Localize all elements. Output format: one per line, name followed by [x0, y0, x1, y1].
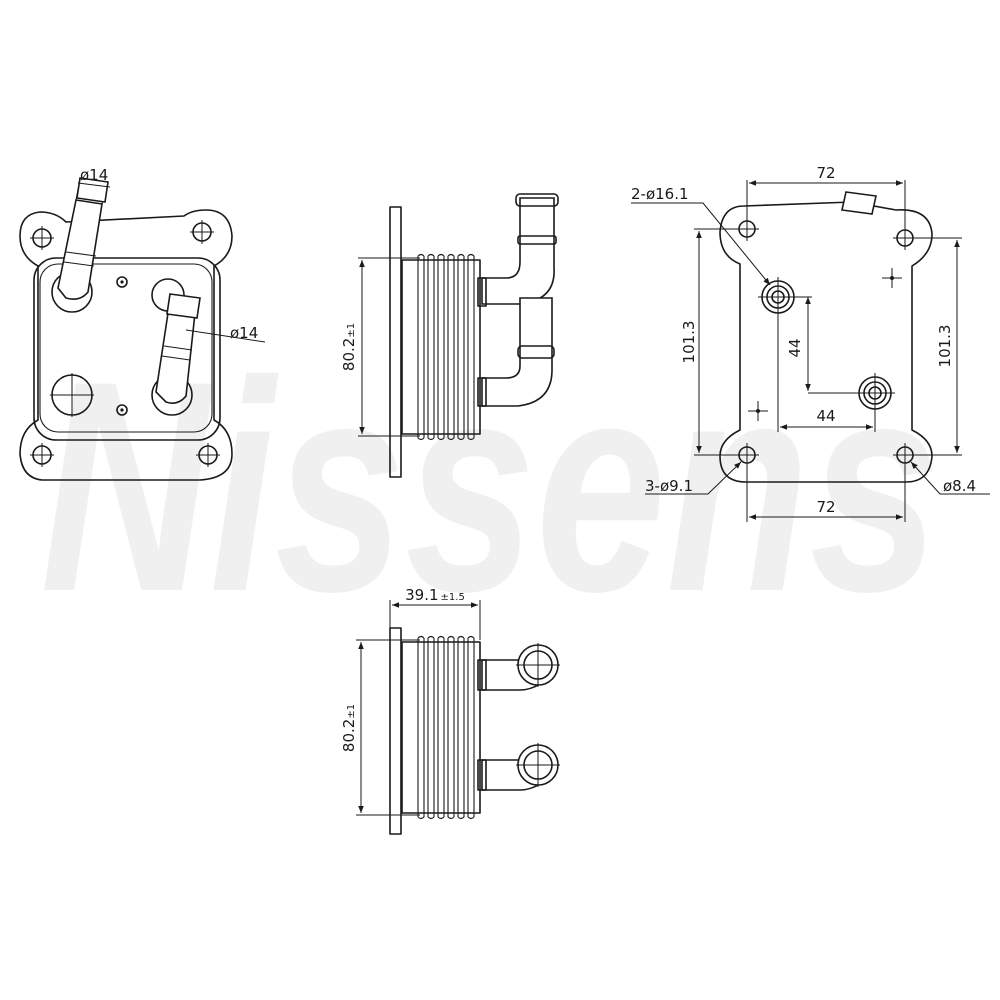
front-body: [33, 257, 221, 441]
fin-stack-body: [401, 259, 481, 435]
fin-edge: [417, 635, 425, 820]
fin-plate: [427, 256, 435, 438]
back-port-holes-callout: 2-ø16.1: [631, 185, 689, 203]
back-width-bottom: 72: [816, 498, 835, 516]
fin-edge: [447, 635, 455, 820]
front-mount-hole-bl: [30, 443, 54, 467]
front-mount-hole-tr: [190, 220, 214, 244]
fin-plate: [467, 638, 475, 817]
front-mount-hole-tl: [30, 226, 54, 250]
side-view: 80.2±1: [340, 193, 559, 478]
bottom-view: 39.1±1.5 80.2±1: [340, 586, 560, 835]
back-center-mark-2: [748, 401, 768, 421]
fin-plate: [417, 638, 425, 817]
fin-edge: [467, 253, 475, 441]
side-height-dim: 80.2±1: [340, 323, 358, 371]
fin-edge: [417, 253, 425, 441]
fin-plate: [437, 638, 445, 817]
front-view: ø14 ø14: [19, 166, 266, 481]
side-fins: [401, 253, 481, 441]
back-view: 72 72 101.3 101.3 44 44 2-ø16.1 3-ø9.1 ø…: [631, 164, 990, 522]
front-mount-hole-br: [196, 443, 220, 467]
back-height-left: 101.3: [680, 321, 698, 364]
fin-edge: [467, 635, 475, 820]
back-port-vertical: 44: [786, 338, 804, 357]
bottom-flange: [389, 627, 402, 835]
fin-edge: [447, 253, 455, 441]
bottom-depth-dim: 39.1±1.5: [405, 586, 465, 604]
fin-edge: [437, 635, 445, 820]
fin-plate: [457, 638, 465, 817]
back-port-upper: [758, 277, 798, 317]
bottom-height-dim: 80.2±1: [340, 704, 358, 752]
fin-edge: [437, 253, 445, 441]
fin-plate: [447, 638, 455, 817]
fin-stack-body: [401, 641, 481, 814]
fin-plate: [427, 638, 435, 817]
fin-plate: [457, 256, 465, 438]
side-pipe-upper: [481, 197, 555, 305]
front-body-inner: [39, 263, 213, 433]
back-flange-outline: [719, 201, 933, 483]
fin-edge: [457, 635, 465, 820]
front-pipe-side: [155, 299, 197, 404]
bottom-fins: [401, 635, 481, 820]
back-pipe-stub: [841, 191, 877, 215]
fin-edge: [457, 253, 465, 441]
fin-plate: [417, 256, 425, 438]
fin-plate: [437, 256, 445, 438]
front-pipe-top: [57, 199, 103, 300]
back-mount-holes-callout: 3-ø9.1: [645, 477, 693, 495]
side-pipe-lower: [481, 297, 553, 407]
fin-plate: [467, 256, 475, 438]
back-center-mark-1: [882, 268, 902, 288]
side-flange: [389, 206, 402, 478]
fin-edge: [427, 253, 435, 441]
watermark: Nissens: [40, 318, 940, 654]
front-pipe-top-dia: ø14: [80, 166, 108, 184]
fin-plate: [447, 256, 455, 438]
back-hole-dia-callout: ø8.4: [943, 477, 976, 495]
back-port-horizontal: 44: [816, 407, 835, 425]
front-flange-outline: [19, 209, 233, 481]
back-width-top: 72: [816, 164, 835, 182]
fin-edge: [427, 635, 435, 820]
back-height-right: 101.3: [936, 325, 954, 368]
